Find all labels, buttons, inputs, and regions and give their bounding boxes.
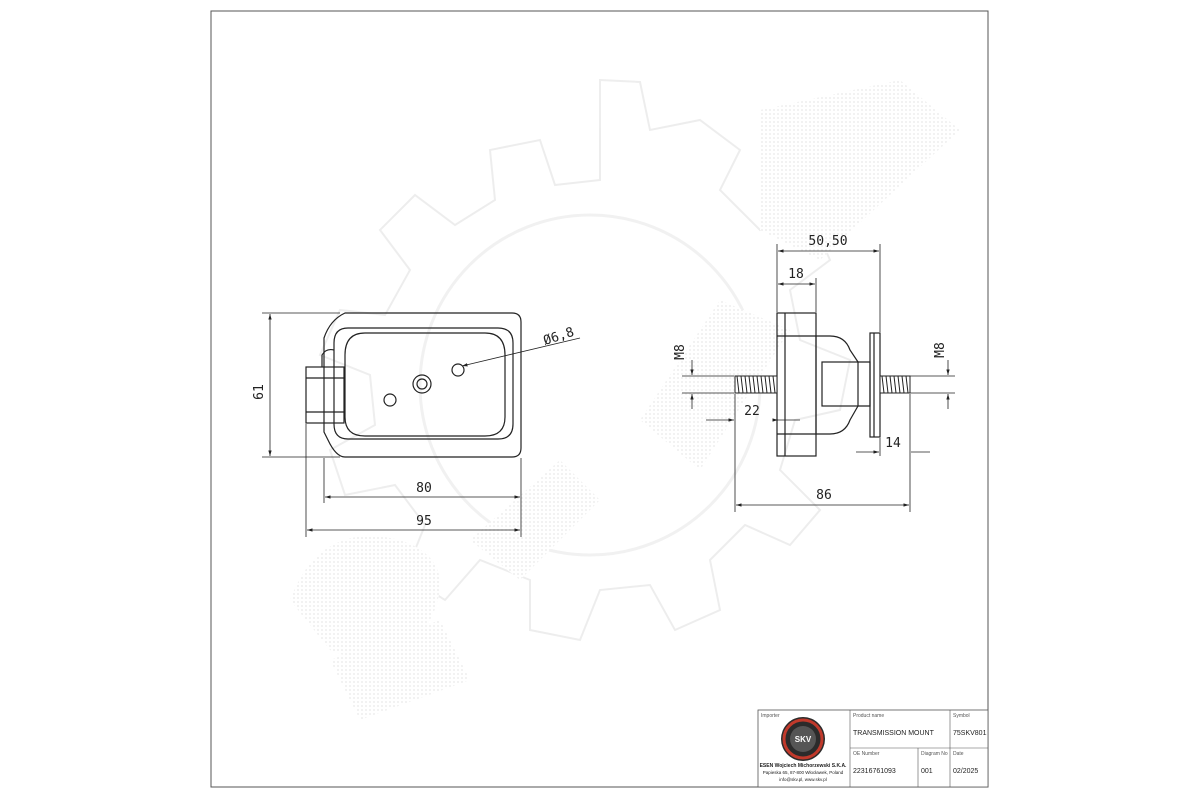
threaded-studs xyxy=(734,375,911,394)
side-view xyxy=(776,312,881,457)
oe-number-label: OE Number xyxy=(853,751,880,757)
importer-name: ESEN Wojciech Michorzewski S.K.A. xyxy=(760,763,847,769)
product-name-label: Product name xyxy=(853,713,884,719)
product-name: TRANSMISSION MOUNT xyxy=(853,730,935,737)
logo-text: SKV xyxy=(795,735,812,744)
front-view xyxy=(305,312,522,458)
hole-diameter-68 xyxy=(451,363,465,377)
dim-overall-length: 86 xyxy=(816,488,832,503)
importer-label: Importer xyxy=(761,713,780,719)
symbol-value: 75SKV801 xyxy=(953,730,987,737)
drawing-frame xyxy=(210,10,989,788)
side-right-plate xyxy=(869,332,881,438)
oe-number: 22316761093 xyxy=(853,768,896,775)
dim-flange-18: 18 xyxy=(788,267,804,282)
dim-width-95: 95 xyxy=(416,514,432,529)
importer-contact: info@skv.pl, www.skv.pl xyxy=(779,777,826,782)
dim-height-61: 61 xyxy=(252,384,267,400)
importer-address: Papieska 65, 87-800 Włocławek, Poland xyxy=(763,770,844,775)
small-hole-left xyxy=(383,393,397,407)
symbol-label: Symbol xyxy=(953,713,970,719)
dim-stud-right: 14 xyxy=(885,436,901,451)
date-value: 02/2025 xyxy=(953,768,978,775)
front-left-boss xyxy=(305,366,345,424)
dim-thread-right: M8 xyxy=(933,342,948,358)
center-bolt-hole xyxy=(412,374,432,394)
side-dimensions xyxy=(682,244,955,512)
front-rubber-body xyxy=(344,332,506,437)
front-outer-plate xyxy=(323,312,522,458)
front-inner-cup xyxy=(333,327,514,440)
dim-stud-left: 22 xyxy=(744,404,760,419)
diagram-no-label: Diagram No xyxy=(921,751,948,757)
diagram-no: 001 xyxy=(921,768,933,775)
dim-overall-flange: 50,50 xyxy=(808,234,847,249)
front-dimensions xyxy=(262,312,581,537)
date-label: Date xyxy=(953,751,964,757)
dim-thread-left: M8 xyxy=(673,344,688,360)
watermark-logo xyxy=(290,78,960,720)
importer-logo: SKV xyxy=(781,717,825,761)
dim-hole-diameter: Ø6,8 xyxy=(542,325,576,349)
title-block: SKV Importer ESEN Wojciech Michorzewski … xyxy=(757,709,989,788)
dim-width-80: 80 xyxy=(416,481,432,496)
